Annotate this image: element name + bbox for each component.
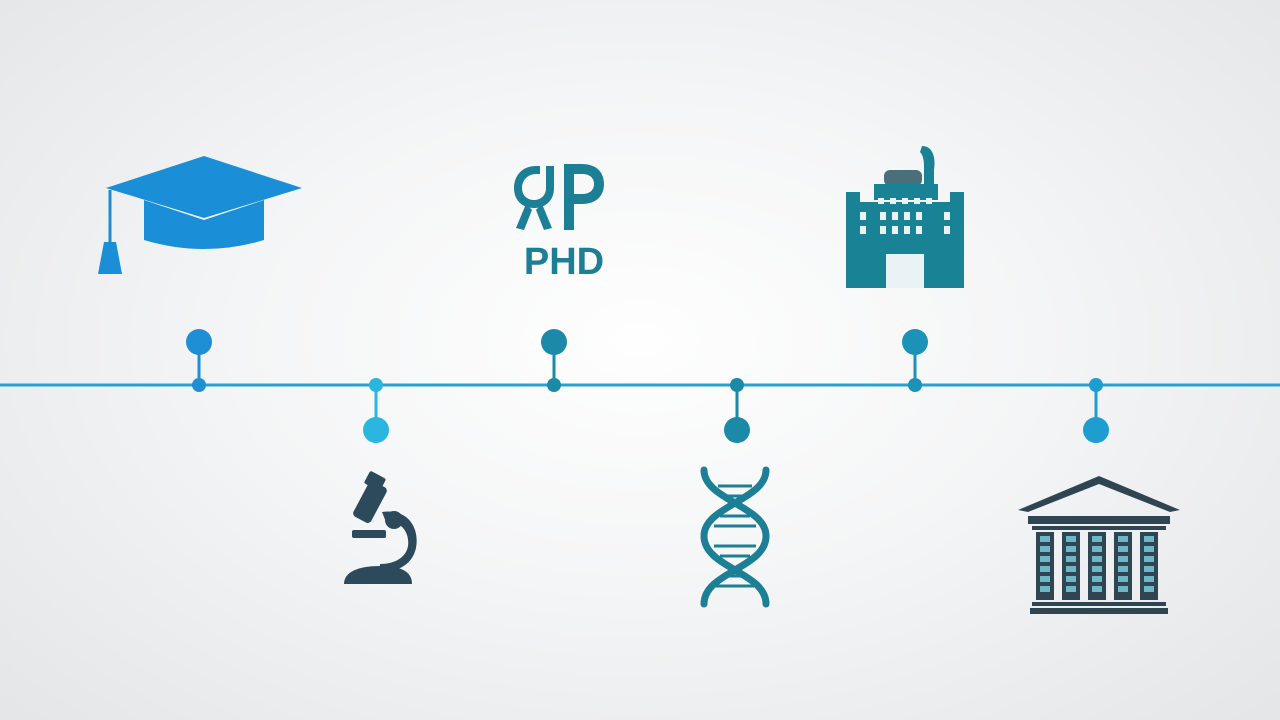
- timeline-marker-2: [363, 378, 389, 443]
- phd-diploma-icon: PHD: [514, 164, 604, 282]
- dna-helix-icon: [700, 466, 770, 608]
- timeline-marker-1: [186, 329, 212, 392]
- graduation-cap-icon: [98, 156, 302, 274]
- microscope-icon: [344, 471, 417, 584]
- hospital-building-icon: [846, 146, 964, 288]
- timeline-marker-5: [902, 329, 928, 392]
- timeline-marker-4: [724, 378, 750, 443]
- university-building-icon: [1018, 476, 1180, 614]
- timeline-marker-3: [541, 329, 567, 392]
- timeline-marker-6: [1083, 378, 1109, 443]
- phd-label: PHD: [524, 241, 604, 282]
